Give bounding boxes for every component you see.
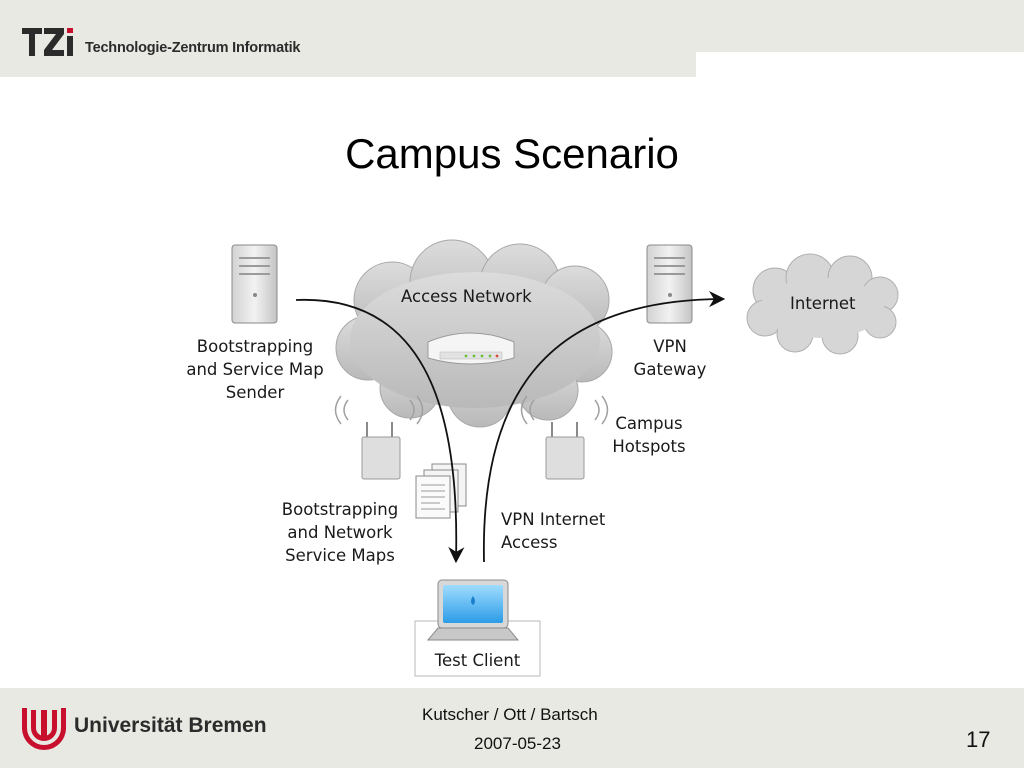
- sender-server-icon: [231, 244, 278, 324]
- campus-hotspots-label: Campus Hotspots: [612, 414, 686, 456]
- slide-title: Campus Scenario: [345, 130, 679, 177]
- router-icon: [427, 332, 515, 365]
- tzi-logo-icon: [22, 28, 73, 56]
- service-map-documents-icon: [415, 463, 467, 519]
- campus-diagram: [231, 239, 899, 677]
- sender-label: Bootstrapping and Service Map Sender: [186, 337, 324, 402]
- internet-label: Internet: [790, 294, 856, 313]
- vpn-gateway-label: VPN Gateway: [633, 337, 707, 379]
- university-bremen-logo-icon: [22, 708, 66, 750]
- service-map-arrow: [295, 299, 465, 564]
- footer-date: 2007-05-23: [474, 734, 561, 753]
- internet-cloud-icon: [746, 253, 899, 355]
- laptop-icon: [414, 579, 541, 677]
- header-strip: [696, 0, 1024, 52]
- university-name: Universität Bremen: [74, 714, 267, 737]
- institute-name: Technologie-Zentrum Informatik: [85, 40, 301, 56]
- access-point-right-icon: [520, 395, 609, 480]
- vpn-access-arrow: [483, 290, 726, 563]
- footer-bar: [0, 688, 1024, 768]
- access-point-left-icon: [334, 395, 424, 480]
- footer-authors: Kutscher / Ott / Bartsch: [422, 705, 598, 724]
- page-number: 17: [966, 727, 991, 752]
- vpn-gateway-server-icon: [646, 244, 693, 324]
- service-maps-label: Bootstrapping and Network Service Maps: [281, 500, 399, 565]
- vpn-internet-access-label: VPN Internet Access: [501, 510, 606, 552]
- header-bar: [0, 0, 696, 77]
- access-network-label: Access Network: [401, 287, 532, 306]
- test-client-label: Test Client: [434, 651, 521, 670]
